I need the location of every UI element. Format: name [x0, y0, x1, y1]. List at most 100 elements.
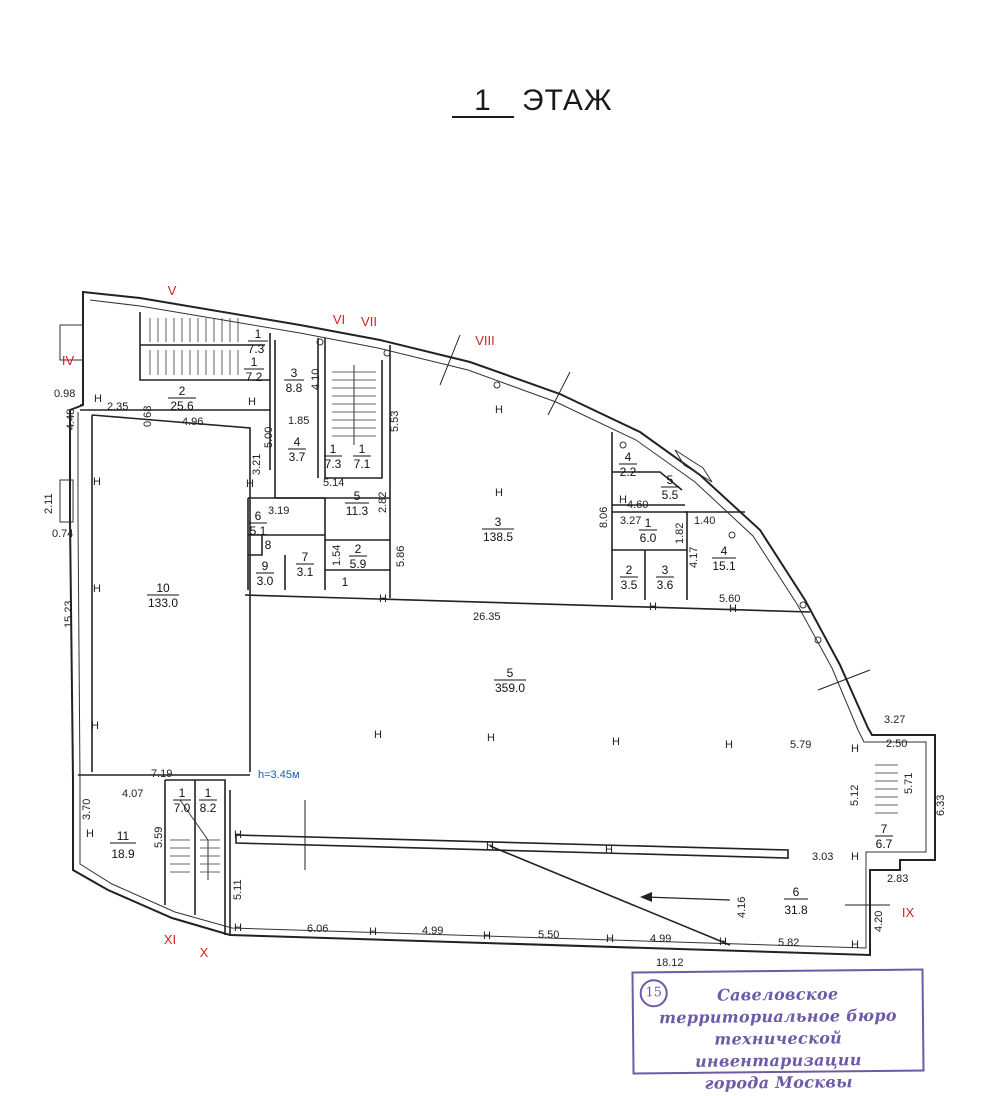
dimension: 1.85 [288, 415, 309, 427]
svg-text:3.7: 3.7 [289, 450, 306, 464]
h-mark: Н [93, 583, 101, 595]
svg-text:5.9: 5.9 [350, 557, 367, 571]
room-label: 1 7.0 [173, 786, 191, 815]
svg-text:1: 1 [359, 442, 366, 456]
stamp-line: территориальное бюро [658, 1005, 897, 1028]
svg-text:1: 1 [645, 516, 652, 530]
stamp-number: 15 [639, 979, 668, 1008]
h-mark: Н [483, 930, 491, 942]
svg-text:6: 6 [255, 509, 262, 523]
h-mark: Н [495, 487, 503, 499]
h-mark: Н [248, 396, 256, 408]
dimension: 2.83 [887, 873, 908, 885]
svg-text:3.6: 3.6 [657, 578, 674, 592]
svg-text:4: 4 [721, 544, 728, 558]
svg-text:7.3: 7.3 [248, 342, 265, 356]
dimension: 5.53 [389, 411, 401, 432]
dimension: 5.12 [849, 785, 861, 806]
dimension: 7.19 [151, 768, 172, 780]
room-label: 1 7.1 [353, 442, 371, 471]
room-label: 11 18.9 [110, 829, 136, 861]
dimension: 4.96 [182, 416, 203, 428]
h-mark: Н [486, 840, 494, 852]
svg-text:5: 5 [507, 666, 514, 680]
h-mark: Н [93, 476, 101, 488]
dimension: 5.59 [153, 827, 165, 848]
svg-text:1: 1 [251, 355, 258, 369]
h-mark: Н [729, 603, 737, 615]
svg-text:3: 3 [495, 515, 502, 529]
svg-text:4: 4 [294, 435, 301, 449]
dimension: 1.82 [674, 523, 686, 544]
svg-text:6.0: 6.0 [640, 531, 657, 545]
svg-text:7.3: 7.3 [325, 457, 342, 471]
dimension: 3.70 [81, 799, 93, 820]
dimension: 2.82 [377, 492, 389, 513]
svg-text:25.6: 25.6 [170, 399, 194, 413]
svg-text:138.5: 138.5 [483, 530, 513, 544]
h-mark: Н [851, 743, 859, 755]
svg-text:3.1: 3.1 [297, 565, 314, 579]
dimension: 2.35 [107, 401, 128, 413]
svg-text:1: 1 [205, 786, 212, 800]
h-mark: Н [234, 829, 242, 841]
column-markers [316, 338, 822, 644]
dimension: 6.06 [307, 923, 328, 935]
dimension: 3.27 [620, 515, 641, 527]
dimension-labels: 0.98 4.48 2.35 0.68 4.96 2.11 0.74 15.23… [43, 369, 947, 969]
dimension: 4.48 [65, 409, 77, 430]
room-label: 1 8.2 [199, 786, 217, 815]
dimension: 3.03 [812, 851, 833, 863]
svg-text:6: 6 [793, 885, 800, 899]
dimension: 18.12 [656, 957, 684, 969]
section-viii: VIII [475, 333, 495, 348]
h-mark: Н [369, 926, 377, 938]
stamp-line: Савеловское [716, 984, 839, 1005]
svg-text:5: 5 [354, 489, 361, 503]
svg-text:3.5: 3.5 [621, 578, 638, 592]
room-label: 4 2.2 [619, 450, 637, 479]
svg-text:5: 5 [667, 473, 674, 487]
svg-text:10: 10 [156, 581, 170, 595]
room-label: 10 133.0 [147, 581, 179, 610]
dimension: 4.16 [736, 897, 748, 918]
room-label: 4 3.7 [288, 435, 306, 464]
dimension: 0.98 [54, 388, 75, 400]
outer-walls [59, 290, 936, 957]
h-mark: Н [605, 844, 613, 856]
dimension: 5.50 [538, 929, 559, 941]
dimension: 15.23 [63, 600, 75, 628]
interior-walls [78, 312, 811, 946]
svg-text:15.1: 15.1 [712, 559, 736, 573]
dimension: 5.11 [232, 879, 244, 900]
room-label: 1 7.3 [248, 327, 268, 356]
dimension: 4.07 [122, 788, 143, 800]
svg-text:3: 3 [291, 366, 298, 380]
room-label: 3 8.8 [284, 366, 304, 395]
svg-text:3: 3 [662, 563, 669, 577]
h-mark: Н [487, 732, 495, 744]
dimension: 4.20 [873, 911, 885, 932]
h-mark: Н [94, 393, 102, 405]
room-label: 1 7.3 [324, 442, 342, 471]
stamp-line: города Москвы [704, 1072, 853, 1093]
floor-label: ЭТАЖ [522, 84, 613, 117]
h-mark: Н [612, 736, 620, 748]
h-mark: Н [851, 939, 859, 951]
section-vii: VII [361, 314, 377, 329]
svg-text:359.0: 359.0 [495, 681, 525, 695]
dimension: 4.99 [650, 933, 671, 945]
ceiling-height-note: h=3.45м [258, 769, 300, 781]
h-mark: Н [495, 404, 503, 416]
h-mark: Н [606, 933, 614, 945]
h-mark: Н [379, 593, 387, 605]
svg-text:8.2: 8.2 [200, 801, 217, 815]
svg-text:7.0: 7.0 [174, 801, 191, 815]
room-label: 6 5.1 [249, 509, 267, 538]
h-mark: Н [86, 828, 94, 840]
room-label: 2 25.6 [168, 384, 196, 413]
svg-text:5.5: 5.5 [662, 488, 679, 502]
dimension: 5.82 [778, 937, 799, 949]
dimension: 2.50 [886, 738, 907, 750]
